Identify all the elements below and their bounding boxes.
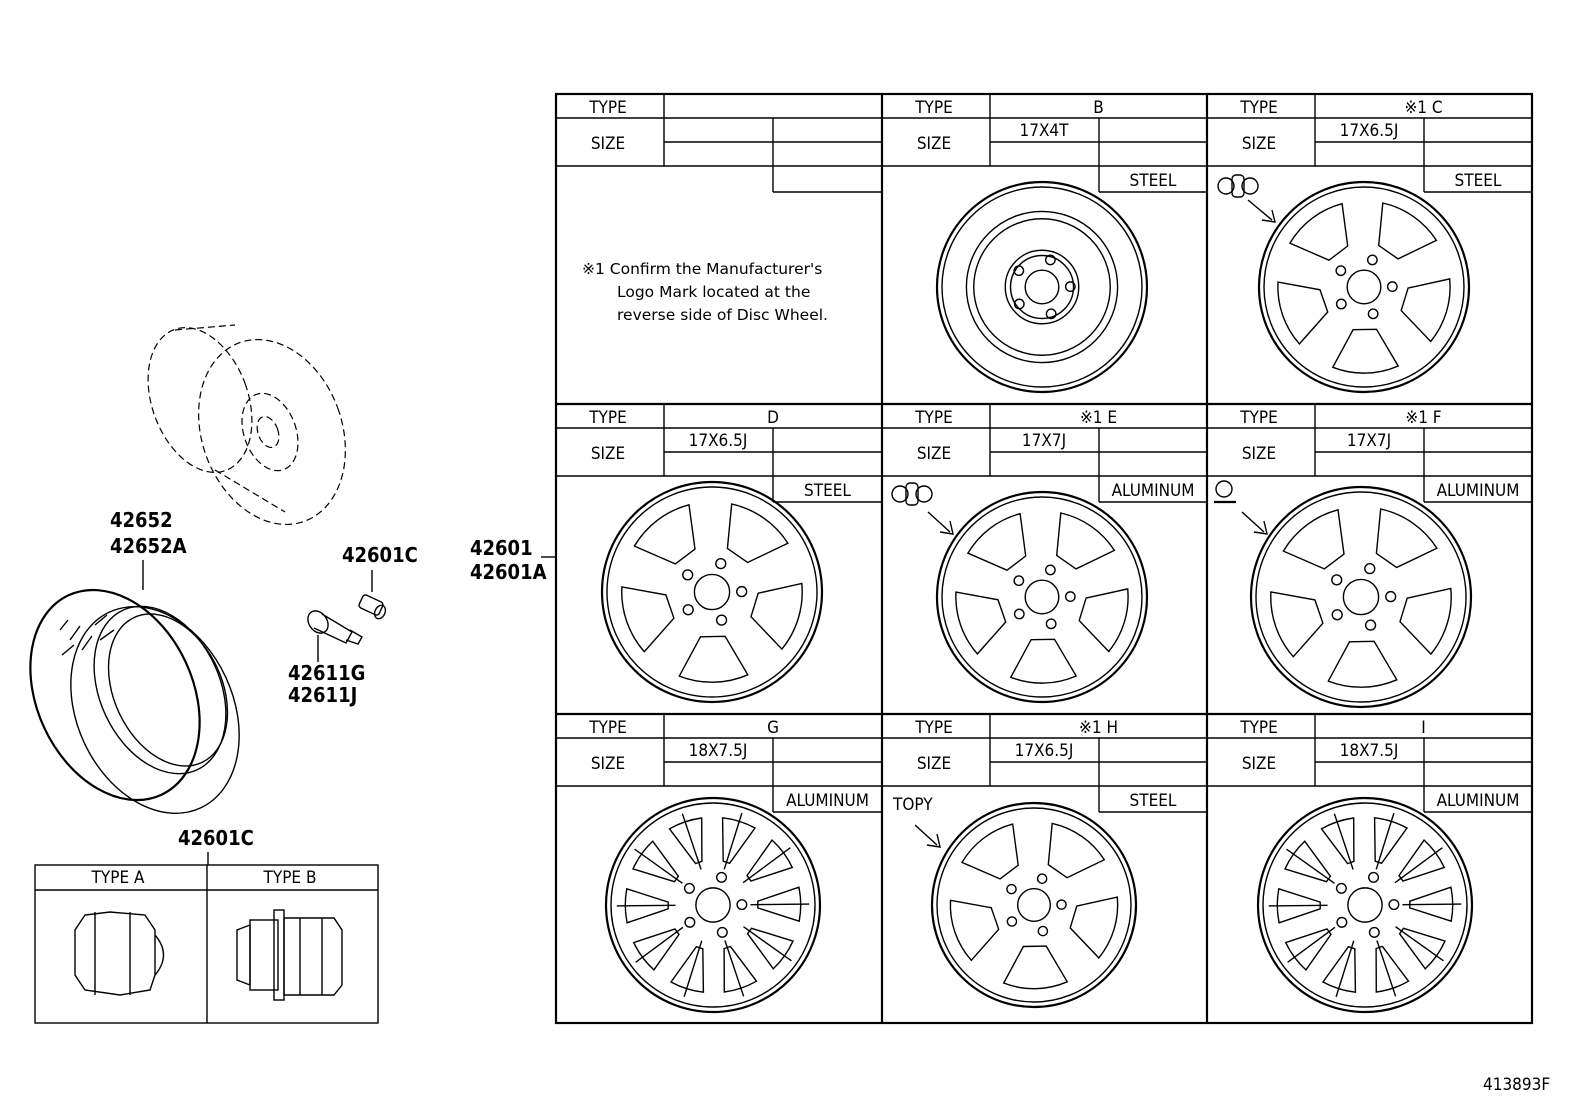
size-value: 18X7.5J — [1340, 741, 1399, 761]
wheel-c-icon — [1257, 180, 1471, 394]
note-line-1: ※1 Confirm the Manufacturer's — [582, 260, 822, 278]
diagram-id: 413893F — [1483, 1075, 1550, 1095]
size-value: 17X6.5J — [1340, 121, 1399, 141]
size-value: 17X7J — [1347, 431, 1391, 451]
size-label: SIZE — [591, 444, 625, 464]
nut-type-b-label: TYPE B — [263, 868, 317, 888]
cap-nut-icon — [74, 911, 165, 996]
size-label: SIZE — [917, 754, 951, 774]
type-label: TYPE — [914, 408, 953, 428]
size-label: SIZE — [1242, 754, 1276, 774]
tire-icon — [29, 588, 240, 814]
logo-c-arrow-icon — [1247, 199, 1276, 223]
size-label: SIZE — [591, 134, 625, 154]
spare-tire-outline — [147, 324, 346, 526]
logo-mark-c-icon — [1217, 174, 1259, 198]
hub-nut-table — [34, 864, 379, 1024]
type-value: I — [1421, 718, 1426, 738]
material-value: ALUMINUM — [786, 791, 869, 811]
hub-nut-part-number: 42601C — [178, 826, 254, 850]
type-label: TYPE — [588, 408, 627, 428]
type-label: TYPE — [588, 718, 627, 738]
wheel-b-icon — [935, 180, 1149, 394]
wheel-d-icon — [600, 480, 824, 704]
valve-part-number-1: 42611G — [288, 661, 365, 685]
type-label: TYPE — [1239, 408, 1278, 428]
valve-cap-part-number: 42601C — [342, 543, 418, 567]
wheel-f-icon — [1249, 485, 1473, 709]
topy-arrow-icon — [914, 824, 941, 848]
size-label: SIZE — [917, 444, 951, 464]
type-value: ※1 F — [1405, 408, 1441, 428]
flange-nut-icon — [236, 909, 343, 1001]
wheel-i-icon — [1256, 796, 1474, 1014]
material-value: STEEL — [804, 481, 851, 501]
type-value: ※1 E — [1080, 408, 1117, 428]
type-value: B — [1093, 98, 1104, 118]
tire-part-number-1: 42652 — [110, 508, 173, 532]
topy-label: TOPY — [892, 795, 933, 815]
tire-part-number-2: 42652A — [110, 534, 187, 558]
size-label: SIZE — [1242, 134, 1276, 154]
type-label: TYPE — [1239, 98, 1278, 118]
type-value: ※1 H — [1079, 718, 1118, 738]
valve-part-number-2: 42611J — [288, 683, 357, 707]
logo-f-arrow-icon — [1241, 511, 1268, 535]
size-value: 17X6.5J — [1015, 741, 1074, 761]
material-value: ALUMINUM — [1437, 481, 1520, 501]
size-label: SIZE — [591, 754, 625, 774]
size-value: 17X7J — [1022, 431, 1066, 451]
wheel-g-icon — [604, 796, 822, 1014]
size-value: 17X4T — [1020, 121, 1070, 141]
size-value: 18X7.5J — [689, 741, 748, 761]
note-line-2: Logo Mark located at the — [617, 283, 810, 301]
valve-stem-icon — [307, 610, 363, 645]
type-label: TYPE — [1239, 718, 1278, 738]
size-label: SIZE — [917, 134, 951, 154]
type-label: TYPE — [588, 98, 627, 118]
material-value: ALUMINUM — [1437, 791, 1520, 811]
valve-cap-icon — [358, 594, 387, 620]
material-value: STEEL — [1455, 171, 1502, 191]
wheel-part-number-2: 42601A — [470, 560, 547, 584]
logo-mark-e-icon — [891, 482, 933, 506]
nut-type-a-label: TYPE A — [91, 868, 145, 888]
type-value: ※1 C — [1404, 98, 1442, 118]
wheel-h-icon — [930, 801, 1138, 1009]
type-value: D — [767, 408, 779, 428]
logo-mark-f-icon — [1214, 480, 1236, 504]
type-label: TYPE — [914, 718, 953, 738]
wheel-e-icon — [935, 490, 1149, 704]
type-value: G — [767, 718, 779, 738]
size-value: 17X6.5J — [689, 431, 748, 451]
material-value: STEEL — [1130, 171, 1177, 191]
size-label: SIZE — [1242, 444, 1276, 464]
type-label: TYPE — [914, 98, 953, 118]
wheel-part-number-1: 42601 — [470, 536, 533, 560]
material-value: STEEL — [1130, 791, 1177, 811]
material-value: ALUMINUM — [1112, 481, 1195, 501]
logo-e-arrow-icon — [927, 511, 954, 535]
wheel-type-table — [554, 92, 1534, 1025]
note-line-3: reverse side of Disc Wheel. — [617, 306, 828, 324]
